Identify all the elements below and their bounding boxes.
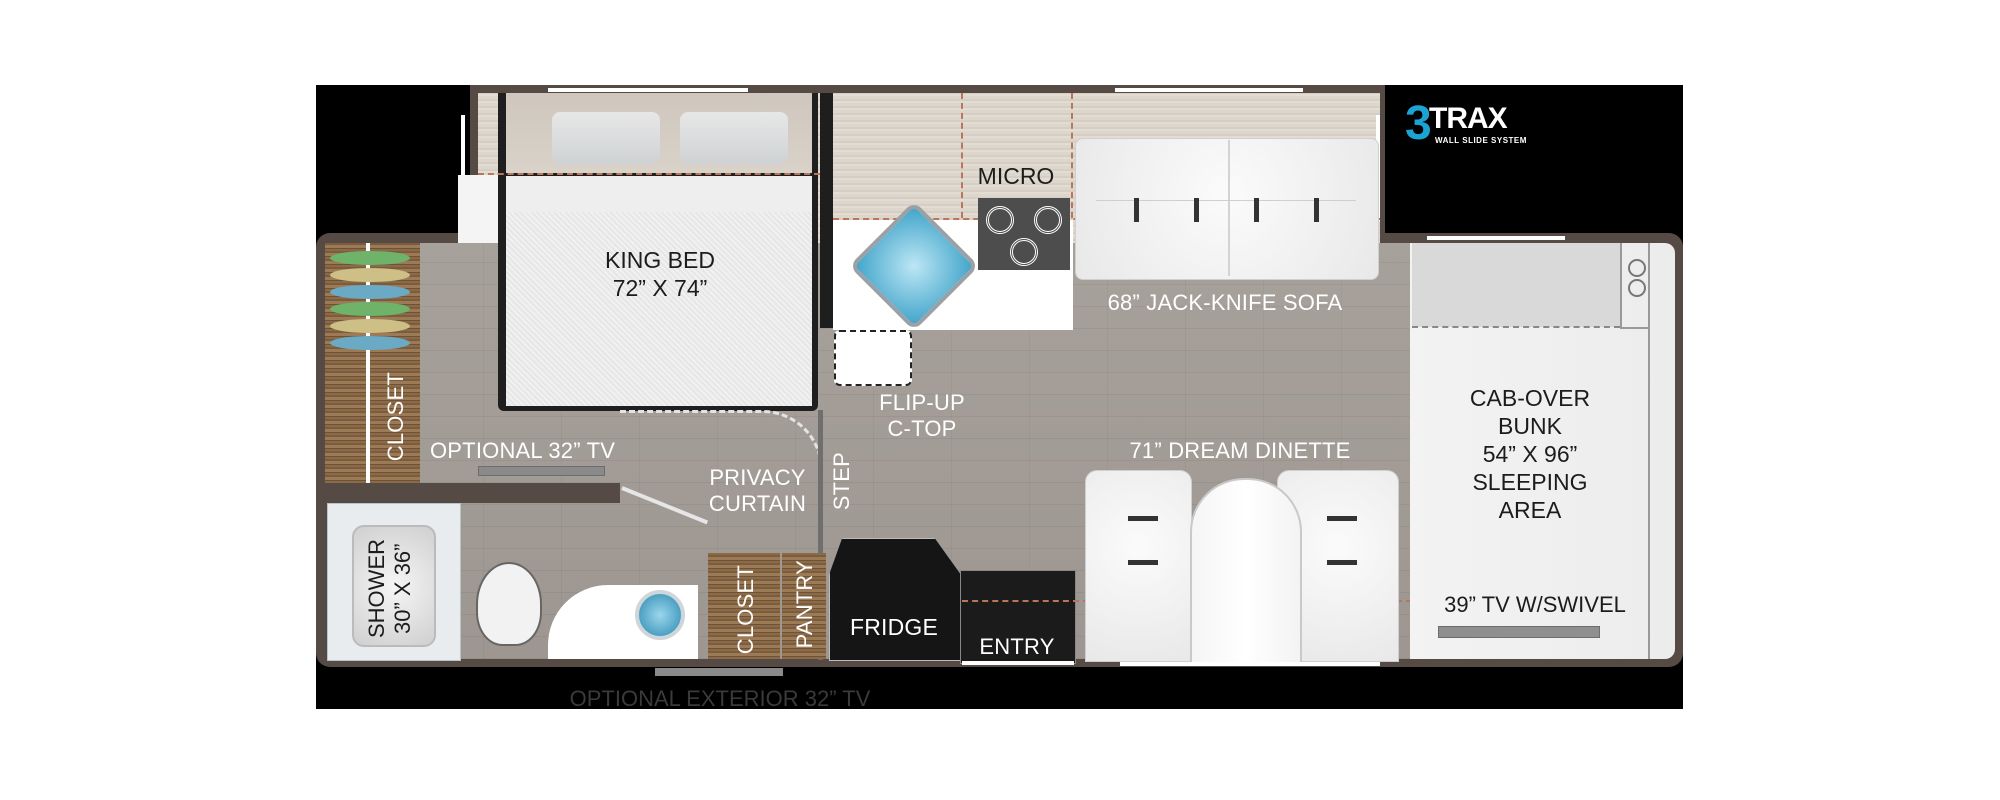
swivel-tv[interactable] [1438,626,1600,638]
exterior-tv [655,668,783,676]
micro-cabinet-outline [961,93,1073,218]
cab-window [1427,236,1565,240]
closet-bath-label: CLOSET [733,565,758,655]
entry-door-threshold[interactable] [962,661,1074,665]
cab-bunk-upper [1412,243,1620,327]
pantry-label: PANTRY [792,560,817,649]
bath-closet[interactable] [708,553,780,659]
cab-over-label: CAB-OVER BUNK 54” X 96” SLEEPING AREA [1469,385,1591,523]
cab-vent-panel [1620,243,1650,329]
toilet[interactable] [476,562,542,646]
vent-icon [1628,279,1646,297]
bath-sink[interactable] [635,590,685,640]
seatbelt-icon [1128,516,1158,521]
pantry[interactable] [782,553,826,659]
king-bed-label: KING BED 72” X 74” [605,247,715,301]
dinette-table[interactable] [1190,478,1302,664]
sofa-seam [1228,140,1230,276]
step-divider [818,410,823,660]
fridge[interactable] [829,538,961,661]
exterior-tv-label: OPTIONAL EXTERIOR 32” TV [569,686,871,711]
bedroom-side-window [461,115,465,225]
burner-icon [1034,206,1062,234]
closet-rod [366,243,370,483]
hangers [330,248,410,358]
burner-icon [1010,238,1038,266]
tv-swivel-label: 39” TV W/SWIVEL [1444,592,1626,617]
bedroom-tv [478,466,605,476]
step-label: STEP [829,452,854,511]
kitchen-window [1115,88,1303,92]
seatbelt-icon [1254,198,1259,222]
shower-pan [352,525,436,647]
seatbelt-icon [1327,560,1357,565]
closet-bedroom-label: CLOSET [383,372,408,462]
dinette-window [1120,662,1380,666]
optional-tv-label: OPTIONAL 32” TV [430,438,616,463]
bed-sheet-fold [506,176,812,212]
shower-label: SHOWER 30” X 36” [364,539,415,638]
entry-step[interactable] [960,570,1076,664]
pillow-left [552,112,660,164]
dinette-label: 71” DREAM DINETTE [1129,438,1351,463]
entry-label: ENTRY [979,634,1055,659]
seatbelt-icon [1194,198,1199,222]
logo-numeral: 3 [1405,97,1432,150]
3trax-logo: 3 TRAX WALL SLIDE SYSTEM [1405,97,1535,150]
burner-icon [986,206,1014,234]
fridge-label: FRIDGE [849,614,939,640]
seatbelt-icon [1327,516,1357,521]
dinette-bench-left[interactable] [1085,470,1192,662]
sofa-back [1096,160,1356,201]
vent-icon [1628,259,1646,277]
bed-blanket [506,212,812,406]
bedroom-closet [325,243,420,483]
cab-inner-line [1648,243,1650,659]
privacy-curtain[interactable] [620,410,823,488]
micro-label: MICRO [977,163,1055,189]
cab-bunk-dash [1412,326,1620,328]
seatbelt-icon [1128,560,1158,565]
sofa-label: 68” JACK-KNIFE SOFA [1107,290,1343,315]
bath-wall [325,483,620,503]
seatbelt-icon [1314,198,1319,222]
flip-up-label: FLIP-UP C-TOP [879,390,965,441]
logo-word: TRAX [1429,102,1508,135]
jack-knife-sofa[interactable] [1075,138,1379,280]
slide-line-bedroom [478,173,820,175]
bedroom-window [548,88,748,92]
seatbelt-icon [1134,198,1139,222]
pillow-right [680,112,788,164]
flip-up-c-top[interactable] [834,330,912,386]
cooktop[interactable] [978,198,1070,270]
cabinet-divider [820,93,833,328]
logo-tagline: WALL SLIDE SYSTEM [1435,136,1527,145]
